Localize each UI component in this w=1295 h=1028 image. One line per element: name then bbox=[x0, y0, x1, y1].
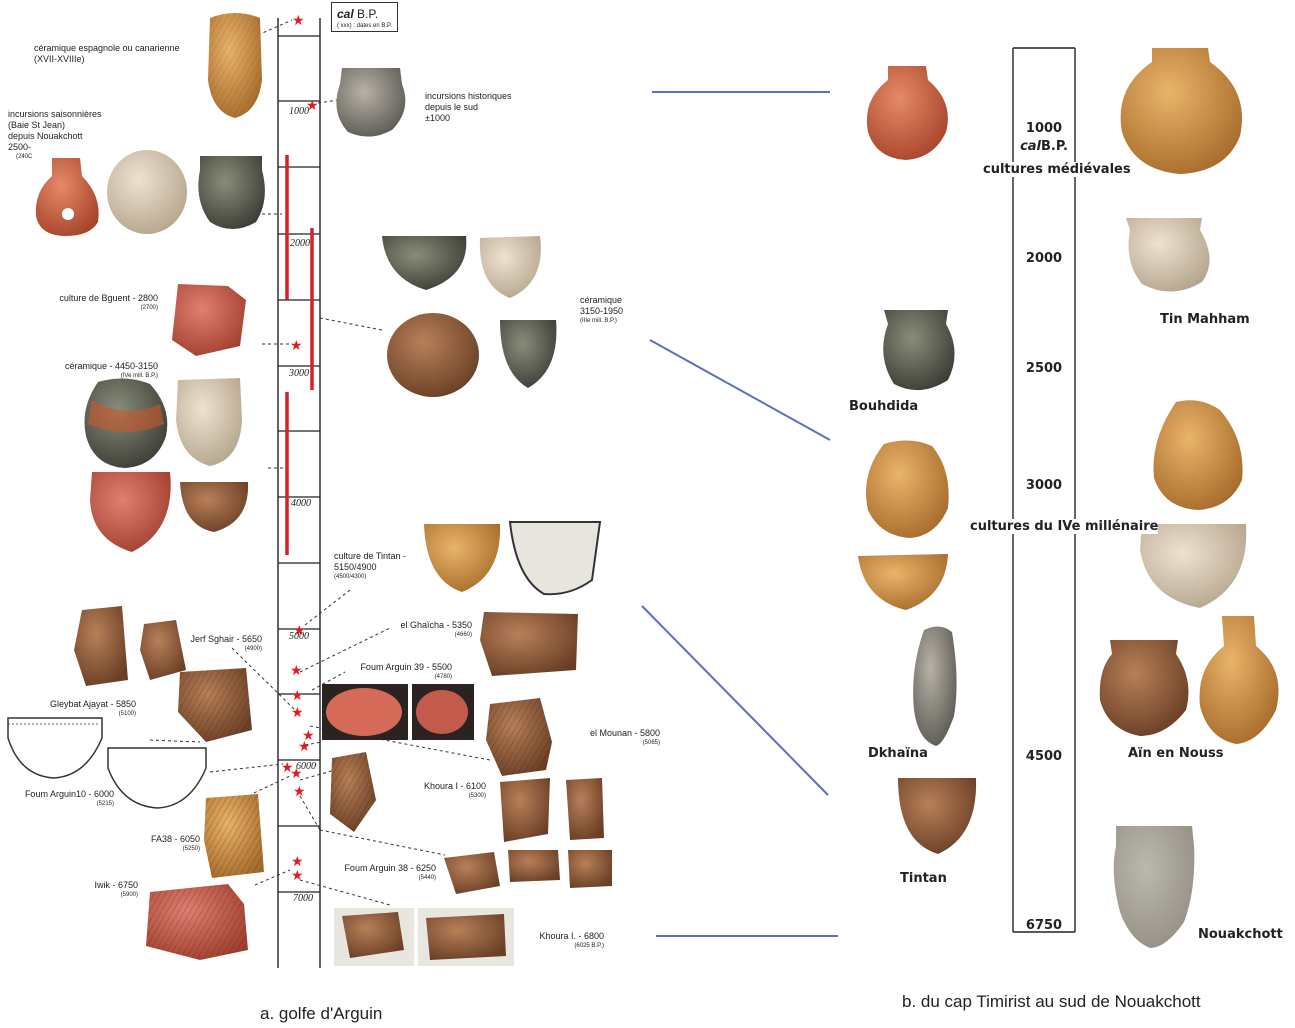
caption-b: b. du cap Timirist au sud de Nouakchott bbox=[902, 992, 1201, 1012]
svg-text:★: ★ bbox=[298, 739, 311, 755]
legend-bp: B.P. bbox=[354, 7, 378, 21]
b-date-4500: 4500 bbox=[1012, 749, 1076, 764]
svg-text:★: ★ bbox=[290, 338, 303, 354]
pot-b-dkhaina bbox=[913, 626, 956, 746]
label-bguent: culture de Bguent - 2800(2700) bbox=[32, 293, 158, 312]
pot-b-tin-mahham bbox=[1126, 218, 1210, 292]
tick-3000: 3000 bbox=[289, 368, 309, 379]
pot-saison-2 bbox=[107, 150, 187, 234]
pot-4450-2 bbox=[176, 378, 242, 466]
svg-text:★: ★ bbox=[293, 784, 306, 800]
drawing-foum10 bbox=[108, 748, 206, 808]
pot-b-tintan bbox=[898, 778, 976, 854]
pot-3150-3 bbox=[387, 313, 479, 397]
pot-b-millenaire-3 bbox=[1140, 524, 1246, 608]
pot-b-millenaire-2 bbox=[858, 554, 948, 610]
pot-b-millenaire-1 bbox=[866, 440, 949, 538]
b-label-nouakchott: Nouakchott bbox=[1198, 927, 1283, 942]
b-label-ain-en-nouss: Aïn en Nouss bbox=[1128, 746, 1223, 761]
pot-saison-1 bbox=[36, 158, 99, 236]
tick-1000: 1000 bbox=[289, 106, 309, 117]
connector-lines bbox=[642, 92, 838, 936]
pot-4450-4 bbox=[180, 482, 248, 532]
pot-b-ain-1 bbox=[1100, 640, 1189, 736]
label-ceramique4450: céramique - 4450-3150(IVe mill. B.P.) bbox=[20, 361, 158, 380]
label-khoura6800: Khoura I. - 6800(6025 B.P.) bbox=[522, 931, 604, 950]
tick-6000: 6000 bbox=[296, 761, 316, 772]
pot-saison-3 bbox=[198, 156, 265, 229]
svg-text:★: ★ bbox=[290, 663, 303, 679]
label-ceramique3150: céramique3150-1950 (IIIe mill. B.P.) bbox=[580, 295, 623, 325]
sherd-foum38-2 bbox=[508, 850, 560, 882]
b-date-1000: 1000 bbox=[1012, 121, 1076, 136]
sherd-jerf-1 bbox=[74, 606, 128, 686]
label-ghaicha: el Ghaïcha - 5350(4660) bbox=[372, 620, 472, 639]
b-date-6750: 6750 bbox=[1012, 918, 1076, 933]
label-espagnole: céramique espagnole ou canarienne(XVII-X… bbox=[34, 43, 180, 65]
label-iwik: Iwik - 6750(5900) bbox=[60, 880, 138, 899]
sherd-foum38-1 bbox=[444, 852, 500, 894]
pot-tintan-a bbox=[424, 524, 500, 592]
label-foum38: Foum Arguin 38 - 6250(5440) bbox=[330, 863, 436, 882]
b-label-millenaire: cultures du IVe millénaire bbox=[970, 519, 1158, 534]
drawing-gleybat bbox=[8, 718, 102, 778]
sherd-foum38-3 bbox=[568, 850, 612, 888]
b-label-bouhdida: Bouhdida bbox=[849, 399, 918, 414]
pot-b-ain-2 bbox=[1200, 616, 1279, 744]
label-fa38: FA38 - 6050(5250) bbox=[108, 834, 200, 853]
pot-4450-3 bbox=[90, 472, 171, 552]
pot-b-ochre-jar bbox=[1153, 400, 1242, 510]
pot-tintan-drawing bbox=[510, 522, 600, 594]
pot-bguent bbox=[172, 284, 246, 356]
b-date-2000: 2000 bbox=[1012, 251, 1076, 266]
legend-box: cal B.P. ( xxx) : dates en B.P. bbox=[331, 2, 398, 32]
label-historiques: incursions historiquesdepuis le sud±1000 bbox=[425, 91, 512, 124]
label-saisonnieres: incursions saisonnières(Baie St Jean)dep… bbox=[8, 109, 102, 161]
svg-text:★: ★ bbox=[291, 868, 304, 884]
tick-7000: 7000 bbox=[293, 893, 313, 904]
label-foum39: Foum Arguin 39 - 5500(4780) bbox=[336, 662, 452, 681]
b-date-3000: 3000 bbox=[1012, 478, 1076, 493]
b-label-tintan: Tintan bbox=[900, 871, 947, 886]
svg-text:★: ★ bbox=[291, 688, 304, 704]
legend-cal: cal bbox=[337, 7, 354, 21]
label-foum10: Foum Arguin10 - 6000(5215) bbox=[4, 789, 114, 808]
tick-2000: 2000 bbox=[290, 238, 310, 249]
tick-4000: 4000 bbox=[291, 498, 311, 509]
pot-historique bbox=[336, 68, 405, 137]
svg-text:★: ★ bbox=[292, 13, 305, 29]
label-jerf: Jerf Sghair - 5650(4900) bbox=[150, 634, 262, 653]
pot-b-bouhdida bbox=[883, 310, 954, 390]
pot-3150-1 bbox=[382, 236, 466, 290]
pot-b-medieval-2 bbox=[1121, 48, 1242, 174]
sherd-ghaicha bbox=[480, 612, 578, 676]
label-mounan: el Mounan - 5800(5065) bbox=[560, 728, 660, 747]
b-date-2500: 2500 bbox=[1012, 361, 1076, 376]
label-khoura6100: Khoura I - 6100(5300) bbox=[380, 781, 486, 800]
b-label-tin-mahham: Tin Mahham bbox=[1160, 312, 1250, 327]
pot-b-medieval-1 bbox=[867, 66, 948, 160]
b-label-dkhaina: Dkhaïna bbox=[868, 746, 928, 761]
pot-3150-2 bbox=[480, 236, 541, 298]
tick-5000: 5000 bbox=[289, 631, 309, 642]
b-label-medievales: cultures médiévales bbox=[983, 162, 1131, 177]
legend-note: ( xxx) : dates en B.P. bbox=[337, 23, 392, 29]
pots-panel-b bbox=[858, 48, 1279, 948]
label-gleybat: Gleybat Ajayat - 5850(5100) bbox=[20, 699, 136, 718]
b-calbp: calB.P. bbox=[1012, 139, 1076, 154]
sherd-khoura-2 bbox=[500, 778, 550, 842]
label-tintan-a: culture de Tintan -5150/4900 (4500/4300) bbox=[334, 551, 406, 581]
sherd-khoura-3 bbox=[566, 778, 604, 840]
pot-3150-4 bbox=[500, 320, 556, 388]
caption-a: a. golfe d'Arguin bbox=[260, 1004, 382, 1024]
